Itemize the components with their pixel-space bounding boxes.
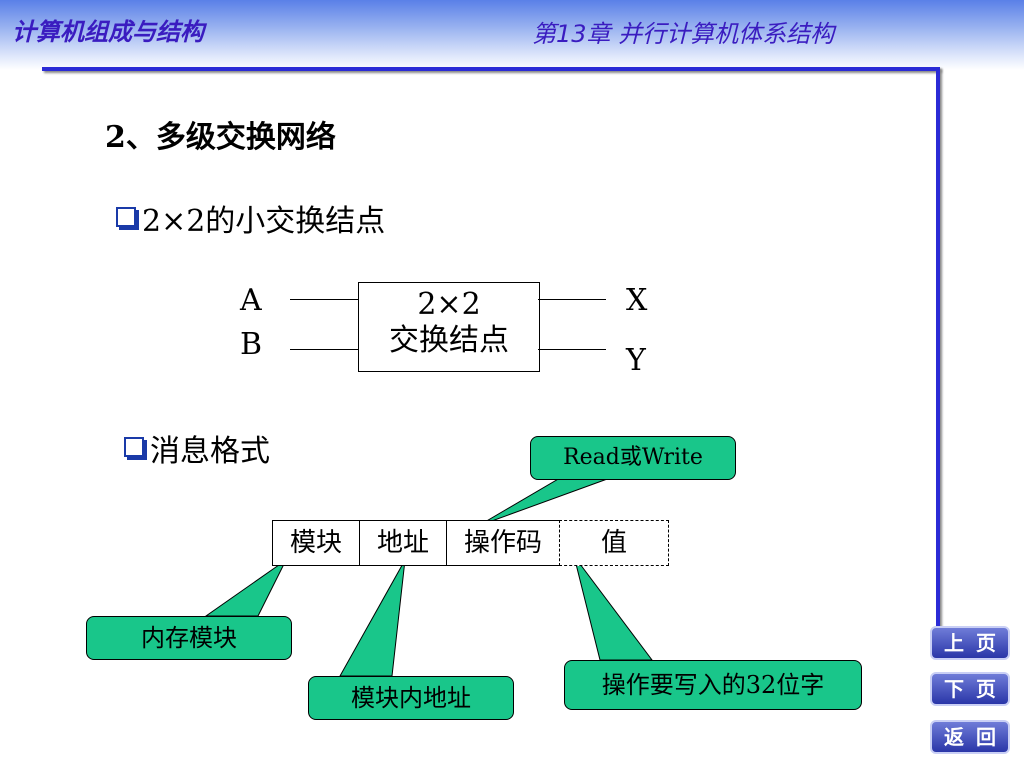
pointer-value [573,555,653,661]
callout-value: 操作要写入的32位字 [564,660,862,710]
output-x-label: X [626,283,648,318]
field-address: 地址 [359,520,447,566]
header-banner [0,0,1024,70]
pointer-module [204,559,287,617]
return-button[interactable]: 返回 [930,720,1010,754]
bullet-switch-node: 2×2的小交换结点 [116,196,385,240]
checkbox-bullet-icon [116,207,136,227]
bullet-switch-node-text: 2×2的小交换结点 [142,204,386,239]
course-title: 计算机组成与结构 [12,18,204,46]
input-a-line [290,299,358,300]
callout-opcode: Read或Write [530,436,736,480]
field-value: 值 [559,520,669,566]
callout-address: 模块内地址 [308,676,514,720]
input-b-label: B [240,327,263,362]
bullet-message-format-text: 消息格式 [150,434,270,469]
output-x-line [538,299,606,300]
message-format-row: 模块 地址 操作码 值 [272,520,669,566]
prev-page-button[interactable]: 上页 [930,626,1010,660]
section-heading: 2、多级交换网络 [105,120,336,155]
switch-node-line2: 交换结点 [389,323,509,358]
output-y-label: Y [626,343,646,378]
switch-node-box: 2×2 交换结点 [358,282,540,372]
field-opcode: 操作码 [446,520,560,566]
frame-right-line [936,67,940,635]
field-module: 模块 [272,520,360,566]
pointer-address [339,559,406,677]
pointer-opcode [477,477,611,527]
frame-top-line [42,67,940,71]
input-b-line [290,349,358,350]
output-y-line [538,349,606,350]
input-a-label: A [240,283,262,318]
callout-module: 内存模块 [86,616,292,660]
switch-node-line1: 2×2 [417,287,481,322]
next-page-button[interactable]: 下页 [930,672,1010,706]
bullet-message-format: 消息格式 [124,426,270,470]
checkbox-bullet-icon [124,437,144,457]
chapter-title: 第13章 并行计算机体系结构 [532,20,835,48]
